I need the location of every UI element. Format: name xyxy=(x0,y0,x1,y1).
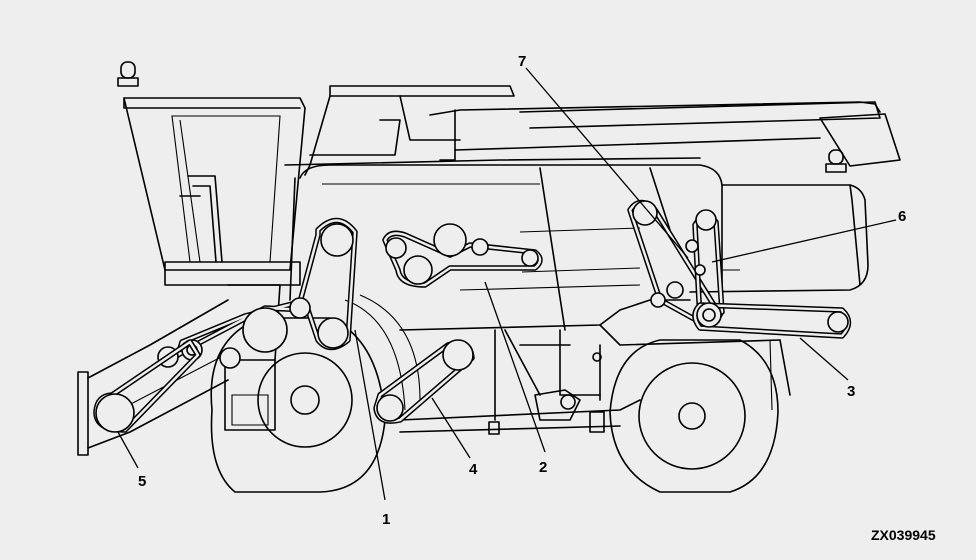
beacon-light-front xyxy=(117,61,139,87)
belt-5-feeder-drive xyxy=(93,339,201,433)
callout-2: 2 xyxy=(539,459,547,476)
combine-body xyxy=(77,61,901,456)
callout-1: 1 xyxy=(382,511,390,528)
callout-3: 3 xyxy=(847,383,855,400)
belt-6-side-drive xyxy=(685,209,725,323)
lower-frame xyxy=(224,284,641,435)
pulley-main-top xyxy=(320,223,354,257)
pulley-engine xyxy=(242,307,288,353)
callout-4: 4 xyxy=(469,461,478,478)
belt-3-rear-horizontal-drive xyxy=(692,302,852,339)
callout-labels: 1 2 3 4 5 6 7 xyxy=(138,53,906,528)
unloading-auger xyxy=(519,101,901,167)
pulley-feeder xyxy=(95,393,135,433)
beacon-light-rear xyxy=(825,149,847,173)
cab xyxy=(123,97,306,286)
callout-7: 7 xyxy=(518,53,526,70)
rear-wheel xyxy=(609,339,779,493)
belt-4-fan-drive xyxy=(373,339,475,424)
belt-2-separator-drive xyxy=(382,223,543,288)
callout-5: 5 xyxy=(138,473,146,490)
callout-6: 6 xyxy=(898,208,906,225)
figure-id-label: ZX039945 xyxy=(871,527,936,543)
grain-tank xyxy=(284,85,881,176)
feeder-house xyxy=(77,299,229,456)
pulley-main-bottom xyxy=(317,317,349,349)
callout-leaders xyxy=(117,67,897,501)
